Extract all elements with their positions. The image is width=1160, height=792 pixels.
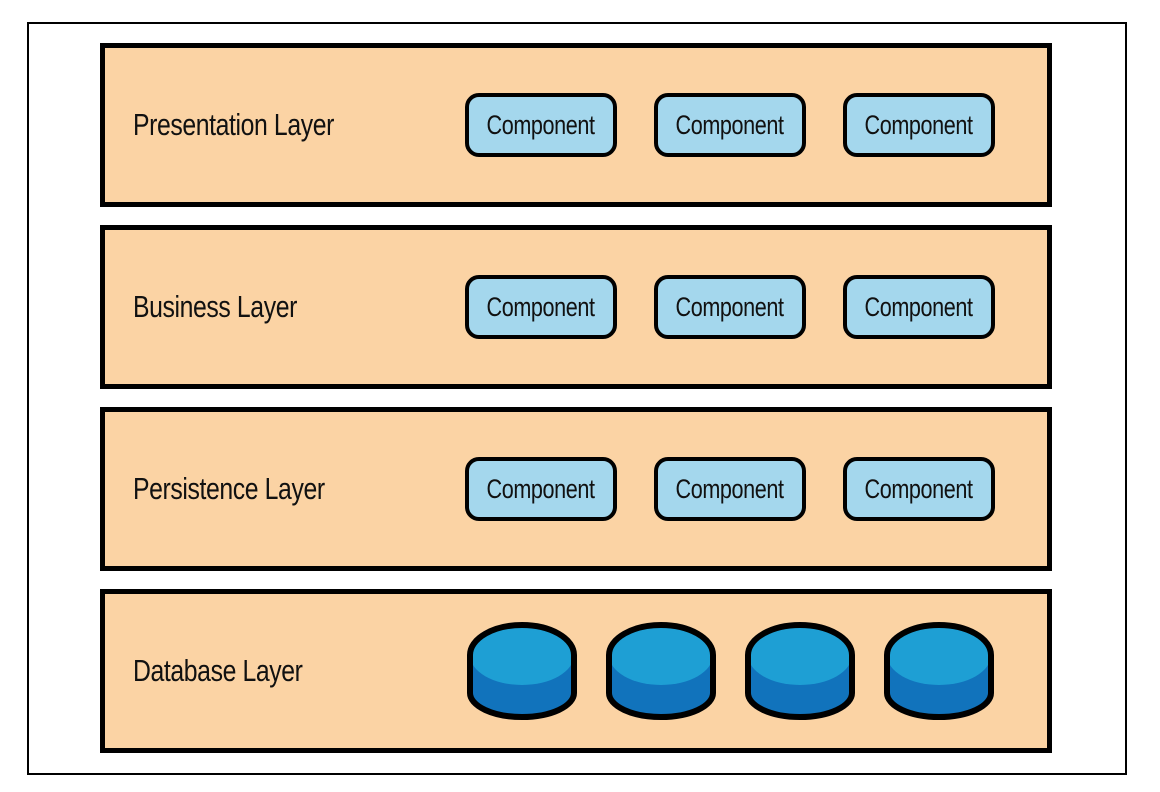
component-label: Component [675, 109, 785, 140]
layer-persistence: Persistence Layer Component Component Co… [100, 407, 1052, 571]
component-box: Component [654, 457, 806, 521]
layer-persistence-label: Persistence Layer [133, 471, 325, 506]
component-box: Component [654, 93, 806, 157]
layer-database-label: Database Layer [133, 653, 303, 688]
component-box: Component [465, 275, 617, 339]
component-box: Component [465, 457, 617, 521]
component-box: Component [843, 457, 995, 521]
component-label: Component [864, 473, 974, 504]
database-icon [467, 622, 577, 720]
component-label: Component [675, 473, 785, 504]
presentation-components: Component Component Component [465, 93, 995, 157]
component-label: Component [486, 109, 596, 140]
component-box: Component [465, 93, 617, 157]
database-icon [606, 622, 716, 720]
layer-database: Database Layer [100, 589, 1052, 753]
layer-business-label: Business Layer [133, 289, 297, 324]
component-box: Component [843, 93, 995, 157]
component-label: Component [486, 473, 596, 504]
persistence-components: Component Component Component [465, 457, 995, 521]
component-label: Component [864, 109, 974, 140]
database-icon [745, 622, 855, 720]
layer-presentation-label: Presentation Layer [133, 107, 334, 142]
component-label: Component [675, 291, 785, 322]
database-row [466, 621, 995, 721]
component-box: Component [654, 275, 806, 339]
layer-stack: Presentation Layer Component Component C… [100, 43, 1052, 753]
component-label: Component [486, 291, 596, 322]
layer-presentation: Presentation Layer Component Component C… [100, 43, 1052, 207]
component-label: Component [864, 291, 974, 322]
business-components: Component Component Component [465, 275, 995, 339]
database-icon [884, 622, 994, 720]
component-box: Component [843, 275, 995, 339]
layer-business: Business Layer Component Component Compo… [100, 225, 1052, 389]
